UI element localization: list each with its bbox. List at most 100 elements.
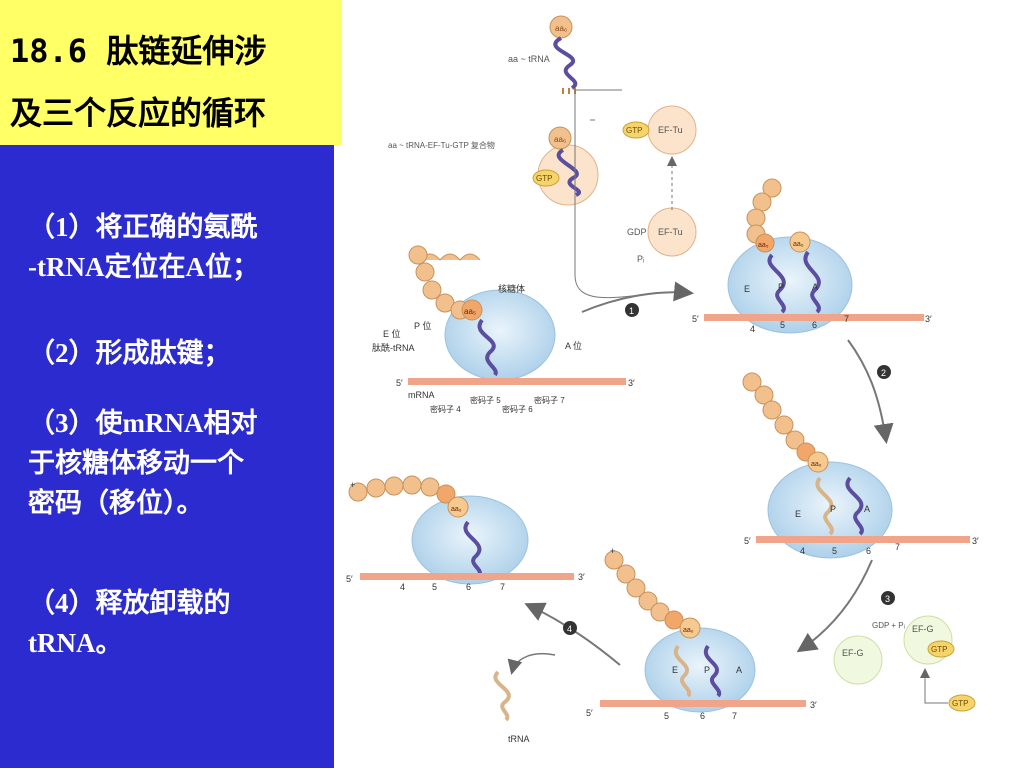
efg-label-gtp: EF-G (912, 624, 934, 634)
trna-label: tRNA (508, 734, 530, 744)
ribosome-step-4: aa₆ + 5′ 3′ 4 5 6 7 (346, 475, 585, 592)
n7-r4: 7 (500, 582, 505, 592)
step-1-marker: 1 (629, 306, 634, 316)
aa-trna-free: aa₆ (549, 15, 578, 94)
plus-r3: + (610, 546, 615, 556)
three-prime-r3: 3′ (810, 700, 817, 710)
eftu-label-bottom: EF-Tu (658, 227, 683, 237)
ribosome-label: 核糖体 (498, 283, 525, 294)
a-letter-r2: A (864, 504, 870, 514)
codon6-label: 密码子 6 (502, 404, 533, 414)
e-site-label: E 位 (383, 328, 401, 339)
step-3: （3）使mRNA相对 于核糖体移动一个 密码（移位）。 (28, 403, 326, 523)
n6-r4: 6 (466, 582, 471, 592)
ribosome-step-3: aa₆ + E P A 5′ 3′ 5 6 7 (586, 546, 817, 721)
step-4-line-1: （4）释放卸载的 (28, 588, 231, 618)
step-2-line-1: （2）形成肽键； (28, 338, 231, 368)
step-1-line-2: -tRNA定位在A位； (28, 252, 259, 282)
ribosome-labeled: aa₅ 核糖体 E 位 P 位 A 位 肽酰-tRNA 5′ 3′ mRNA 密… (372, 245, 635, 414)
n7-r2: 7 (895, 542, 900, 552)
codon5-label: 密码子 5 (470, 395, 501, 405)
step-1: （1）将正确的氨酰 -tRNA定位在A位； (28, 207, 326, 287)
gdp-label-eftu: GDP (627, 227, 647, 237)
codon4-label: 密码子 4 (430, 404, 461, 414)
aa6-label-r4: aa₆ (451, 506, 462, 513)
p-letter-r3: P (704, 665, 710, 675)
step-2: （2）形成肽键； (28, 333, 326, 373)
n5-r4: 5 (432, 582, 437, 592)
p-letter-r2: P (830, 504, 836, 514)
n7-r3: 7 (732, 711, 737, 721)
mrna-label: mRNA (408, 390, 435, 400)
n4-r2: 4 (800, 546, 805, 556)
gtp-label-eftu: GTP (626, 126, 642, 135)
n6-r1: 6 (812, 320, 817, 330)
title-line-2: 及三个反应的循环 (10, 94, 267, 132)
aa6-label-r1: aa₆ (793, 241, 804, 248)
elongation-cycle-diagram: aa₆ aa ~ tRNA aa ~ tRNA-EF-Tu-GTP 复合物 aa… (342, 0, 1024, 768)
step-3-line-3: 密码（移位）。 (28, 488, 204, 518)
e-letter-r3: E (672, 665, 678, 675)
five-prime-r1: 5′ (692, 314, 699, 324)
gtp-label-free: GTP (952, 699, 968, 708)
n5-r1: 5 (780, 320, 785, 330)
complex-label: aa ~ tRNA-EF-Tu-GTP 复合物 (388, 140, 495, 150)
ef-tu-gtp: GTP EF-Tu (622, 105, 697, 155)
three-prime-r2: 3′ (972, 536, 979, 546)
five-prime-r4: 5′ (346, 574, 353, 584)
n6-r2: 6 (866, 546, 871, 556)
step-4-marker: 4 (567, 624, 572, 634)
step-4: （4）释放卸载的 tRNA。 (28, 583, 326, 663)
plus-r4: + (350, 480, 355, 490)
three-prime-r4: 3′ (578, 572, 585, 582)
gtp-label-complex: GTP (536, 174, 552, 183)
released-trna: tRNA (493, 670, 530, 744)
ribosome-step-1: aa₅ aa₆ E P A 5′ 3′ 4 5 6 7 (692, 178, 932, 334)
aa6-label-r2: aa₆ (811, 461, 822, 468)
efg-label-gdp: EF-G (842, 648, 864, 658)
gdp-pi-label: GDP + Pᵢ (872, 621, 905, 630)
a-letter-r1: A (812, 282, 818, 292)
aa5-label-left: aa₅ (464, 307, 476, 316)
n5-r2: 5 (832, 546, 837, 556)
title-line-1: 18.6 肽链延伸涉 (10, 32, 267, 70)
gtp-label-efg: GTP (931, 645, 947, 654)
e-letter-r2: E (795, 509, 801, 519)
step-3-marker: 3 (885, 594, 890, 604)
n4-r1: 4 (750, 324, 755, 334)
aa6-label-r3: aa₆ (683, 627, 694, 634)
p-site-label: P 位 (414, 320, 431, 331)
step-2-marker: 2 (881, 368, 886, 378)
a-site-label: A 位 (565, 340, 582, 351)
steps-panel: （1）将正确的氨酰 -tRNA定位在A位； （2）形成肽键； （3）使mRNA相… (0, 145, 334, 768)
aa5-label-r1: aa₅ (758, 242, 769, 249)
eftu-label-top: EF-Tu (658, 125, 683, 135)
step-1-line-1: （1）将正确的氨酰 (28, 212, 258, 242)
n6-r3: 6 (700, 711, 705, 721)
ef-tu-gdp: GDP EF-Tu Pᵢ (627, 207, 697, 264)
aa-trna-label: aa ~ tRNA (508, 54, 550, 64)
ef-g-cycle: EF-G EF-G GTP GDP + Pᵢ GTP (833, 615, 976, 712)
p-letter-r1: P (778, 282, 784, 292)
ternary-complex: aa₆ GTP (532, 126, 599, 206)
title-box: 18.6 肽链延伸涉 及三个反应的循环 (0, 0, 342, 145)
step-4-line-2: tRNA。 (28, 628, 123, 658)
aa6-label-top: aa₆ (555, 24, 567, 33)
aa6-label-complex: aa₆ (554, 135, 566, 144)
five-prime-r3: 5′ (586, 708, 593, 718)
n5-r3: 5 (664, 711, 669, 721)
five-prime-left: 5′ (396, 378, 403, 388)
five-prime-r2: 5′ (744, 536, 751, 546)
step-3-line-2: 于核糖体移动一个 (28, 448, 244, 478)
a-letter-r3: A (736, 665, 742, 675)
step-3-line-1: （3）使mRNA相对 (28, 408, 258, 438)
pi-label-eftu: Pᵢ (637, 254, 644, 264)
e-letter-r1: E (744, 284, 750, 294)
three-prime-left: 3′ (628, 378, 635, 388)
three-prime-r1: 3′ (925, 314, 932, 324)
n7-r1: 7 (844, 314, 849, 324)
n4-r4: 4 (400, 582, 405, 592)
ribosome-step-2: aa₆ E P A 5′ 3′ 4 5 6 7 (742, 372, 979, 559)
codon7-label: 密码子 7 (534, 395, 565, 405)
peptidyl-trna-label: 肽酰-tRNA (372, 342, 415, 353)
